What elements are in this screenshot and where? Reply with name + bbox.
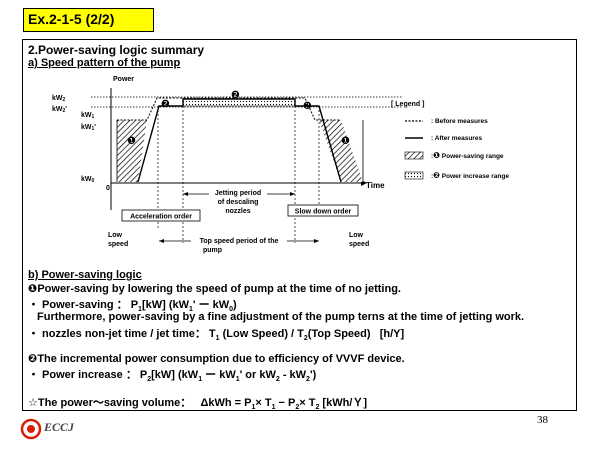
- subsection-heading-b: b) Power-saving logic: [28, 269, 142, 281]
- x-axis-label: Time: [366, 181, 385, 190]
- marker-1-right: ❶: [341, 136, 350, 147]
- slow-order-box: [287, 204, 359, 217]
- label-kw0: kW0: [81, 176, 95, 184]
- low-speed-left-1: Low: [108, 232, 123, 239]
- legend-saving: :❶ Power-saving range: [431, 151, 504, 160]
- after-curve: [137, 98, 342, 183]
- logic-line-1: ❶Power-saving by lowering the speed of p…: [28, 283, 401, 295]
- label-kw1-prime: kW1': [81, 124, 96, 132]
- before-curve: [117, 97, 341, 121]
- saving-area-left: [117, 120, 147, 182]
- label-origin: 0: [106, 185, 110, 192]
- y-axis-label: Power: [113, 76, 134, 83]
- subsection-heading-a: a) Speed pattern of the pump: [28, 57, 181, 69]
- low-speed-right-2: speed: [349, 241, 369, 248]
- eccj-logo: ECCJ: [20, 418, 140, 442]
- slide-title: Ex.2-1-5 (2/2): [23, 8, 154, 32]
- legend-title: [ Legend ]: [391, 101, 424, 108]
- page-number: 38: [537, 414, 548, 426]
- slow-order-label: Slow down order: [295, 209, 352, 216]
- legend-saving-swatch: [404, 151, 424, 160]
- marker-2-top: ❷: [231, 90, 240, 101]
- accel-order-box: [121, 209, 201, 222]
- legend-increase-swatch: [404, 171, 424, 180]
- saving-area-right: [319, 120, 363, 182]
- section-heading: 2.Power-saving logic summary: [28, 43, 205, 57]
- jetting-label-2: of descaling: [218, 199, 259, 206]
- jetting-label-3: nozzles: [225, 208, 250, 215]
- label-kw1: kW1: [81, 112, 95, 120]
- legend-before: : Before measures: [431, 118, 488, 125]
- legend-after: : After measures: [431, 135, 482, 142]
- logic-line-7: ☆The power～saving volume： ΔkWh = P1× T1 …: [28, 397, 368, 412]
- logic-line-6: ・ Power increase ： P2[kW] (kW1 ー kW1' or…: [28, 369, 317, 384]
- content-panel: 2.Power-saving logic summary a) Speed pa…: [22, 39, 577, 411]
- top-speed-label-2: pump: [203, 247, 222, 254]
- logic-line-2: ・ Power-saving ： P1[kW] (kW1' ー kW0): [28, 299, 237, 314]
- eccj-logo-icon: [20, 418, 42, 440]
- top-speed-label-1: Top speed period of the: [200, 238, 279, 245]
- jetting-label-1: Jetting period: [215, 190, 261, 197]
- low-speed-left-2: speed: [108, 241, 128, 248]
- accel-order-label: Acceleration order: [130, 214, 192, 221]
- marker-1-left: ❶: [127, 136, 136, 147]
- legend-increase: :❷ Power increase range: [431, 171, 509, 180]
- logic-line-3: Furthermore, power-saving by a fine adju…: [37, 311, 525, 323]
- label-kw2: kW2: [52, 95, 66, 103]
- marker-2-left: ❷: [161, 99, 170, 110]
- logic-line-5: ❷The incremental power consumption due t…: [28, 353, 405, 365]
- speed-pattern-diagram: Power Time kW2 kW2' kW1 kW1' kW0 0 ❷ ❷ ❷…: [52, 76, 509, 256]
- label-kw2-prime: kW2': [52, 106, 67, 114]
- logic-line-4: ・ nozzles non-jet time / jet time： T1 (L…: [28, 328, 405, 343]
- low-speed-right-1: Low: [349, 232, 364, 239]
- eccj-logo-text: ECCJ: [44, 420, 75, 434]
- marker-2-right: ❷: [303, 101, 312, 112]
